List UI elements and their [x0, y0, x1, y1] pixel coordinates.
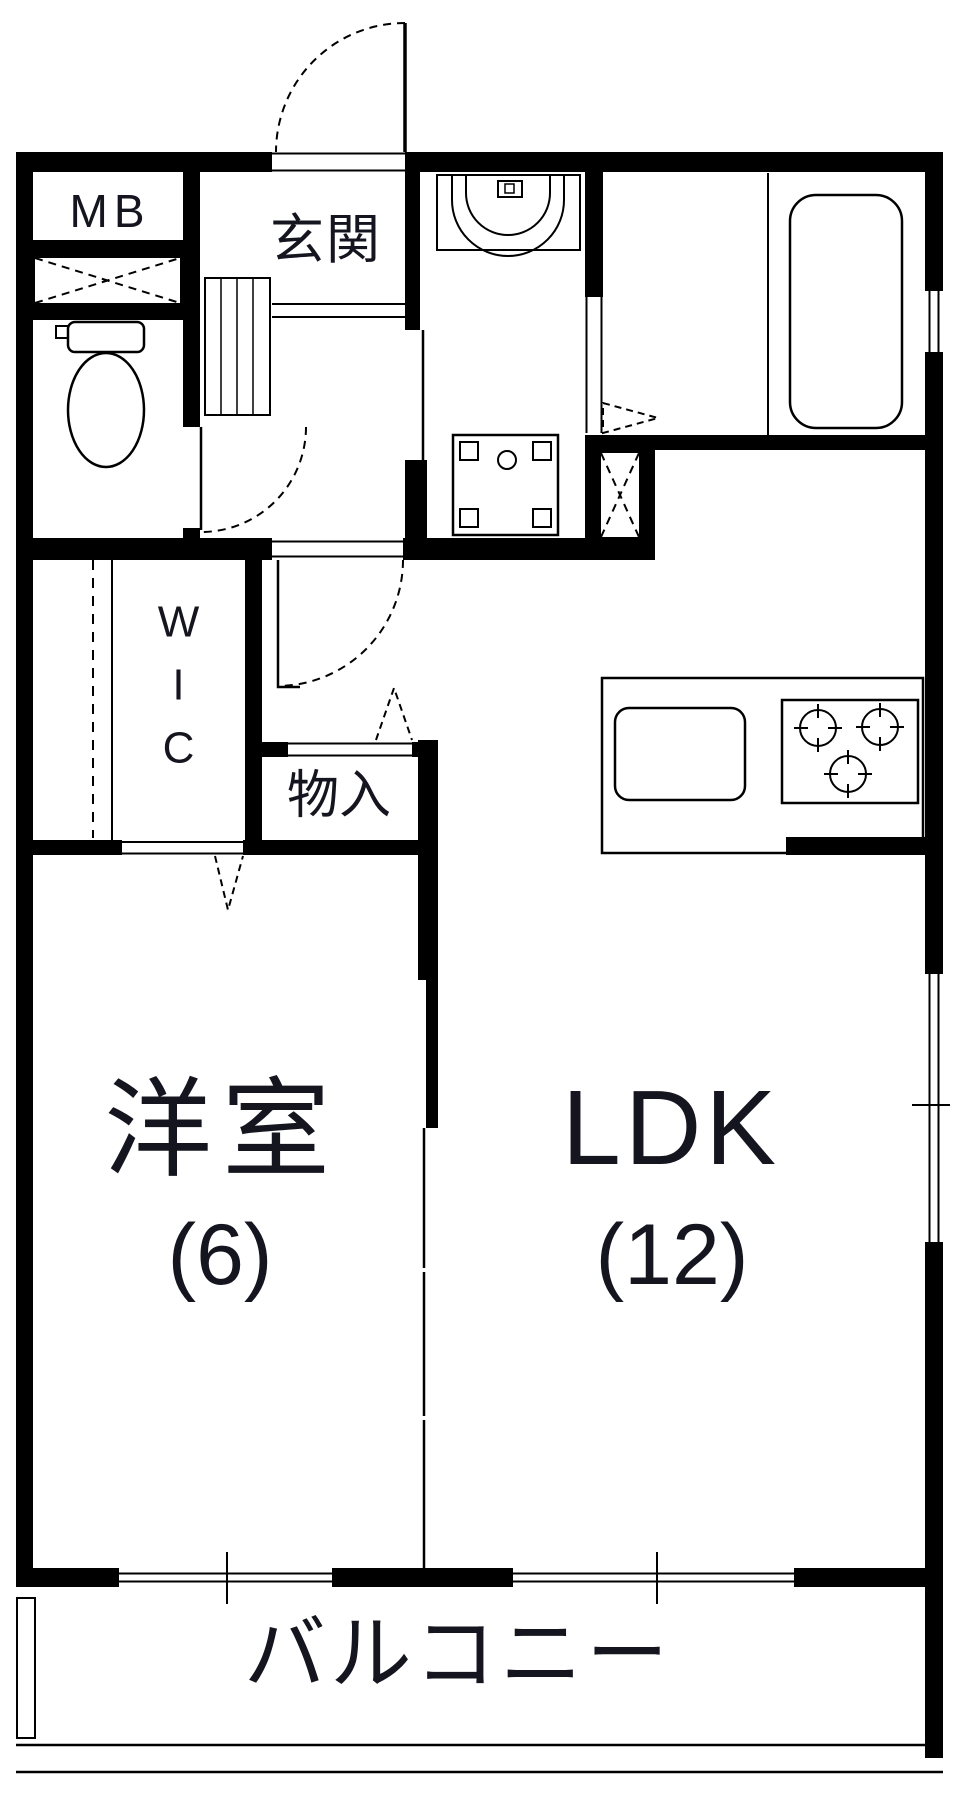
- kitchen-counter-icon: [600, 676, 925, 855]
- washing-machine-pan-icon: [451, 433, 560, 537]
- storage-label: 物入: [286, 767, 392, 825]
- western-room-label: 洋室: [103, 1069, 341, 1190]
- western-room-size: (6): [167, 1207, 273, 1303]
- meter-box-icon: [34, 257, 181, 304]
- wic-folding-door-icon: [214, 855, 244, 914]
- balcony-rail: [16, 1597, 943, 1774]
- ldk-window: [507, 1552, 800, 1604]
- hall-door-icon: [276, 559, 404, 689]
- western-room-window: [113, 1552, 338, 1604]
- toilet-door-icon: [199, 426, 307, 533]
- shoe-cabinet-icon: [204, 277, 271, 416]
- toilet-icon: [55, 320, 146, 469]
- walls: [16, 152, 943, 1758]
- balcony-label: バルコニー: [243, 1609, 673, 1700]
- entrance-door-icon: [275, 22, 407, 153]
- bathroom-window: [925, 285, 943, 358]
- meter-box-label: MB: [69, 185, 151, 237]
- pipe-space-icon: [600, 452, 640, 538]
- washbasin-icon: [436, 174, 581, 257]
- bathtub-icon: [788, 193, 904, 430]
- storage-folding-door-icon: [375, 684, 413, 741]
- ldk-label: LDK: [561, 1069, 781, 1187]
- wall-openings: [35, 258, 639, 537]
- entrance-label: 玄関: [270, 210, 382, 270]
- walk-in-closet-label: WIC: [154, 597, 203, 787]
- bath-folding-door-icon: [602, 401, 662, 435]
- opening-edges: [111, 152, 769, 855]
- ldk-side-window: [912, 968, 950, 1248]
- stove-icon: [780, 698, 920, 805]
- ldk-size: (12): [595, 1207, 749, 1303]
